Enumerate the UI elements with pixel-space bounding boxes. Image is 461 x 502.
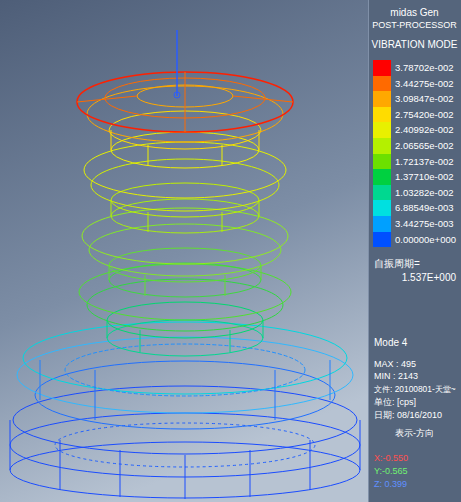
legend-swatch bbox=[373, 154, 391, 170]
legend-swatch bbox=[373, 216, 391, 232]
legend-value: 1.37710e-002 bbox=[395, 171, 454, 183]
unit-label: 单位: [cps] bbox=[374, 396, 416, 408]
product-name: POST-PROCESSOR bbox=[372, 19, 457, 31]
max-node: MAX : 495 bbox=[374, 358, 416, 370]
period-value: 1.537E+000 bbox=[402, 272, 456, 284]
legend-value: 3.44275e-003 bbox=[395, 218, 454, 230]
min-node: MIN : 2143 bbox=[374, 370, 418, 382]
legend-swatch bbox=[373, 91, 391, 107]
legend-value: 2.75420e-002 bbox=[395, 109, 454, 121]
axis-x-value: X:-0.550 bbox=[374, 452, 408, 464]
legend-value: 3.44275e-002 bbox=[395, 78, 454, 90]
legend-swatch bbox=[373, 122, 391, 138]
file-name: 文件: 20100801-天堂~ bbox=[374, 383, 456, 395]
legend-swatch bbox=[373, 107, 391, 123]
legend-swatch bbox=[373, 138, 391, 154]
legend-swatch bbox=[373, 232, 391, 248]
mode-number: Mode 4 bbox=[374, 337, 407, 349]
view-background bbox=[0, 0, 368, 502]
legend-value: 1.72137e-002 bbox=[395, 156, 454, 168]
axis-y-value: Y:-0.565 bbox=[374, 465, 408, 477]
date-label: 日期: 08/16/2010 bbox=[374, 409, 442, 421]
view-direction: 表示-方向 bbox=[395, 427, 434, 439]
legend-swatch bbox=[373, 200, 391, 216]
legend-value: 3.78702e-002 bbox=[395, 62, 454, 74]
legend-value: 2.40992e-002 bbox=[395, 124, 454, 136]
legend-swatch bbox=[373, 60, 391, 76]
legend-value: 3.09847e-002 bbox=[395, 93, 454, 105]
axis-z-value: Z: 0.399 bbox=[374, 478, 407, 490]
legend-value: 0.00000e+000 bbox=[395, 234, 456, 246]
legend-value: 2.06565e-002 bbox=[395, 140, 454, 152]
legend-swatch bbox=[373, 169, 391, 185]
product-name: midas Gen bbox=[390, 7, 438, 19]
legend-swatch bbox=[373, 76, 391, 92]
pagoda-wireframe bbox=[10, 30, 360, 499]
legend-value: 6.88549e-003 bbox=[395, 202, 454, 214]
period-label: 自振周期= bbox=[374, 258, 420, 270]
legend-value: 1.03282e-002 bbox=[395, 187, 454, 199]
result-type: VIBRATION MODE bbox=[372, 39, 458, 51]
legend-swatch bbox=[373, 185, 391, 201]
